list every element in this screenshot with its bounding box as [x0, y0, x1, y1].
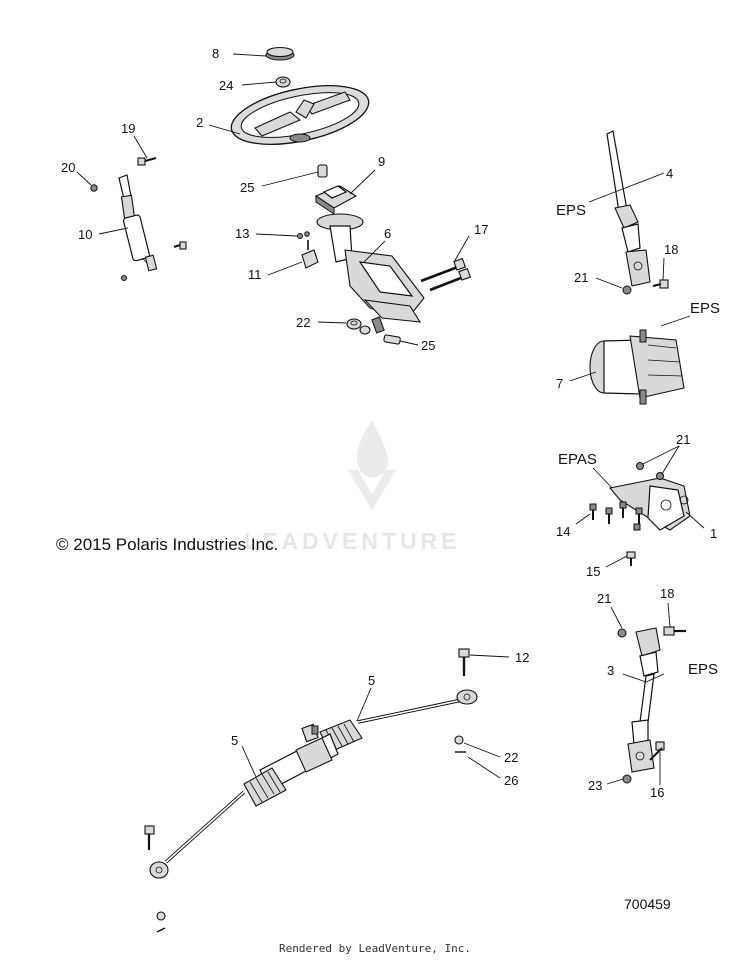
callout-23: 23: [588, 778, 602, 793]
lower-shaft-part-3[interactable]: [627, 627, 661, 773]
leader-lines: [76, 53, 705, 785]
callout-8: 8: [212, 46, 219, 61]
callout-17: 17: [474, 222, 488, 237]
long-bolt-part-17[interactable]: [420, 257, 472, 292]
nut-part-21b[interactable]: [636, 462, 664, 480]
nut-part-22b[interactable]: [454, 735, 464, 745]
nut-part-23[interactable]: [622, 774, 632, 784]
bolts-part-14[interactable]: [589, 501, 643, 531]
nut-part-22a[interactable]: [346, 318, 371, 335]
callout-22-lower: 22: [504, 750, 518, 765]
callout-25-upper: 25: [240, 180, 254, 195]
callout-9: 9: [378, 154, 385, 169]
assembly-tags: EPS EPS EPAS EPS: [556, 202, 720, 678]
callout-24: 24: [219, 78, 233, 93]
callout-3: 3: [607, 663, 614, 678]
bolt-part-12[interactable]: [458, 648, 470, 676]
tag-epas-bracket: EPAS: [558, 451, 597, 468]
tag-eps-lower: EPS: [688, 661, 718, 678]
bottom-nut-rack[interactable]: [156, 911, 166, 933]
column-bracket-part-6[interactable]: [316, 213, 425, 334]
bolt-part-19[interactable]: [137, 156, 157, 166]
screw-part-13[interactable]: [297, 231, 310, 239]
callout-15: 15: [586, 564, 600, 579]
callout-12: 12: [515, 650, 529, 665]
tag-eps-motor: EPS: [690, 300, 720, 317]
nut-part-24[interactable]: [275, 76, 291, 88]
nut-part-20[interactable]: [90, 184, 98, 192]
callout-18-lower: 18: [660, 586, 674, 601]
hub-cap-part-8[interactable]: [265, 46, 295, 61]
upper-shaft-part-4[interactable]: [606, 130, 651, 287]
callout-1: 1: [710, 526, 717, 541]
footer-credit: Rendered by LeadVenture, Inc.: [278, 942, 472, 955]
diagram-id: 700459: [624, 896, 671, 912]
callout-4: 4: [666, 166, 673, 181]
callout-20: 20: [61, 160, 75, 175]
bolt-part-15[interactable]: [626, 551, 636, 566]
callout-21-lower: 21: [597, 591, 611, 606]
callout-16: 16: [650, 785, 664, 800]
watermark-logo: [348, 420, 396, 510]
callout-10: 10: [78, 227, 92, 242]
gas-strut-part-10[interactable]: [118, 174, 158, 272]
callout-7: 7: [556, 376, 563, 391]
callout-18-upper: 18: [664, 242, 678, 257]
nut-part-21a[interactable]: [622, 285, 632, 295]
small-nut-strut[interactable]: [121, 275, 127, 281]
callout-14: 14: [556, 524, 570, 539]
callout-6: 6: [384, 226, 391, 241]
callout-22-upper: 22: [296, 315, 310, 330]
tag-eps-column: EPS: [556, 202, 586, 219]
bolt-part-16[interactable]: [649, 741, 665, 761]
callout-26: 26: [504, 773, 518, 788]
callout-11: 11: [248, 267, 262, 282]
callout-21-bracket: 21: [676, 432, 690, 447]
callout-5-left: 5: [231, 733, 238, 748]
plug-part-25a[interactable]: [317, 164, 328, 178]
callout-13: 13: [235, 226, 249, 241]
latch-part-11[interactable]: [301, 240, 319, 269]
bracket-part-9[interactable]: [314, 185, 358, 215]
eps-motor-part-7[interactable]: [589, 329, 685, 405]
copyright-notice: © 2015 Polaris Industries Inc.: [56, 535, 279, 554]
small-bolt-strut[interactable]: [173, 241, 187, 250]
steering-rack-part-5[interactable]: [149, 689, 478, 879]
bolt-part-18b[interactable]: [663, 626, 686, 636]
callout-21-upper: 21: [574, 270, 588, 285]
callout-2: 2: [196, 115, 203, 130]
bolt-part-18a[interactable]: [652, 279, 669, 289]
callout-5-right: 5: [368, 673, 375, 688]
callout-19: 19: [121, 121, 135, 136]
left-bolt-rack[interactable]: [144, 825, 155, 850]
nut-part-21c[interactable]: [617, 628, 627, 638]
callout-labels: 8 24 2 19 20 9 25 10 13 6 17 11 22 25 4 …: [61, 46, 717, 800]
watermark-text: LEADVENTURE: [244, 528, 461, 554]
callout-25-lower: 25: [421, 338, 435, 353]
plug-part-25b[interactable]: [383, 334, 401, 345]
steering-wheel-part-2[interactable]: [226, 75, 374, 155]
